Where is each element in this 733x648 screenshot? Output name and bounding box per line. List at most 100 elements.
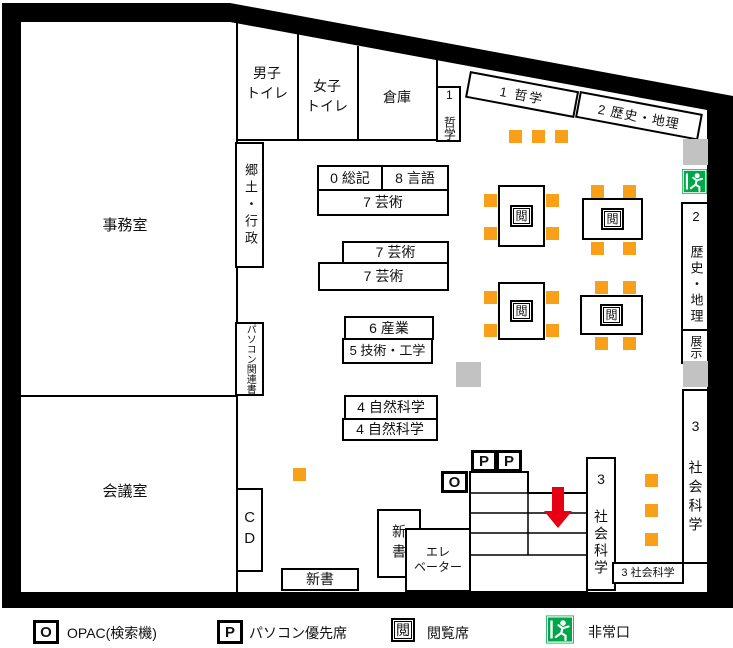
reading-table: 閲 [582, 198, 643, 240]
chair [595, 281, 608, 294]
room-storage-label: 倉庫 [383, 89, 411, 105]
legend-reading-symbol: 閲 [391, 618, 415, 642]
chair [645, 504, 658, 517]
reading-table: 閲 [498, 185, 545, 247]
legend-pc-label: パソコン優先席 [249, 625, 347, 641]
exit-man-icon [682, 169, 707, 194]
reading-table: 閲 [580, 295, 643, 335]
shelf-label: パソコン関連書 [244, 324, 256, 394]
label-line: ベーター [413, 560, 462, 574]
reading-table: 閲 [498, 282, 545, 340]
emergency-exit-icon [682, 168, 707, 195]
shelf-label: 1 哲学 [498, 83, 546, 107]
chair [484, 291, 497, 304]
stairs-steps [470, 472, 587, 556]
chair [595, 337, 608, 350]
opac-marker: O [441, 471, 468, 493]
elevator: エレ ベーター [405, 528, 471, 592]
legend-opac-label: OPAC(検索機) [67, 625, 157, 641]
shelf-philosophy-small: 1 哲学 [436, 86, 461, 142]
shelf-label: 3 社会科学 [687, 417, 704, 536]
shelf-new-books-horizontal: 新書 [281, 568, 359, 591]
shelf-social-wall: 3 社会科学 [682, 389, 709, 564]
shelf-label: 展示 [688, 334, 703, 359]
down-arrow-icon [544, 487, 572, 528]
shelf-history-wall: 2 歴史・地理 [681, 202, 709, 331]
shelf-general: 0 総記 [317, 165, 383, 191]
shelf-label: 1 哲学 [442, 88, 457, 140]
legend-exit-label: 非常口 [588, 624, 630, 640]
reading-symbol: 閲 [603, 307, 620, 323]
exit-man-icon [546, 615, 574, 644]
shelf-local-admin: 郷土・行政 [235, 142, 264, 268]
chair [645, 474, 658, 487]
pc-seat-marker: P [496, 450, 522, 472]
reading-symbol: 閲 [604, 211, 621, 227]
chair [591, 185, 604, 198]
shelf-engineering: 5 技術・工学 [342, 338, 433, 364]
reading-symbol: 閲 [513, 208, 530, 224]
chair [484, 227, 497, 240]
room-womens-toilet-label: 女子 トイレ [299, 76, 355, 116]
shelf-art-a: 7 芸術 [317, 189, 449, 216]
elevator-label: エレ ベーター [414, 545, 462, 575]
reading-seat-marker: 閲 [601, 208, 624, 230]
label-line: エレ [425, 545, 450, 559]
legend-opac-symbol: O [33, 620, 59, 644]
chair [546, 291, 559, 304]
room-office-label: 事務室 [102, 217, 148, 234]
shelf-exhibit: 展示 [681, 329, 709, 364]
shelf-label: CD [241, 509, 259, 551]
chair [484, 194, 497, 207]
chair [546, 324, 559, 337]
divider [21, 395, 237, 397]
chair [591, 242, 604, 255]
shelf-language: 8 言語 [381, 165, 449, 191]
shelf-cd: CD [236, 488, 263, 572]
chair [546, 227, 559, 240]
label-line: トイレ [246, 85, 288, 101]
divider [297, 34, 299, 140]
room-mens-toilet-label: 男子 トイレ [239, 63, 295, 103]
reading-seat-marker: 閲 [510, 300, 533, 322]
pc-seat-marker: P [471, 450, 497, 472]
shelf-label: 2 歴史・地理 [688, 208, 704, 325]
legend-reading-label: 閲覧席 [427, 625, 469, 641]
divider [237, 139, 460, 141]
chair [623, 337, 636, 350]
room-meeting-label: 会議室 [102, 483, 148, 500]
chair [555, 130, 568, 143]
reading-seat-marker: 閲 [391, 618, 415, 642]
shelf-pc-books: パソコン関連書 [235, 322, 264, 396]
shelf-science-b: 4 自然科学 [342, 418, 438, 441]
chair [293, 468, 306, 481]
legend-pc-symbol: P [217, 620, 243, 644]
chair [623, 281, 636, 294]
legend-exit-icon [546, 615, 574, 644]
shelf-social-center: 3 社会科学 [586, 457, 616, 591]
reading-symbol: 閲 [513, 303, 530, 319]
reading-seat-marker: 閲 [510, 205, 533, 227]
chair [532, 130, 545, 143]
reading-seat-marker: 閲 [600, 304, 623, 326]
reading-symbol: 閲 [394, 621, 412, 639]
shelf-label: 新書 [391, 523, 408, 564]
shelf-science-a: 4 自然科学 [344, 395, 438, 420]
shelf-industry: 6 産業 [344, 316, 434, 340]
chair [623, 242, 636, 255]
shelf-art-c: 7 芸術 [318, 262, 449, 291]
chair [546, 194, 559, 207]
shelf-label: 郷土・行政 [242, 162, 258, 248]
shelf-art-b: 7 芸術 [342, 241, 449, 264]
grey-block [683, 361, 708, 387]
label-line: 女子 [313, 78, 341, 94]
chair [623, 185, 636, 198]
grey-block [683, 139, 708, 165]
divider [236, 22, 238, 592]
chair [484, 324, 497, 337]
label-line: トイレ [306, 98, 348, 114]
grey-block [456, 362, 481, 387]
shelf-label: 3 社会科学 [593, 471, 610, 577]
chair [509, 130, 522, 143]
